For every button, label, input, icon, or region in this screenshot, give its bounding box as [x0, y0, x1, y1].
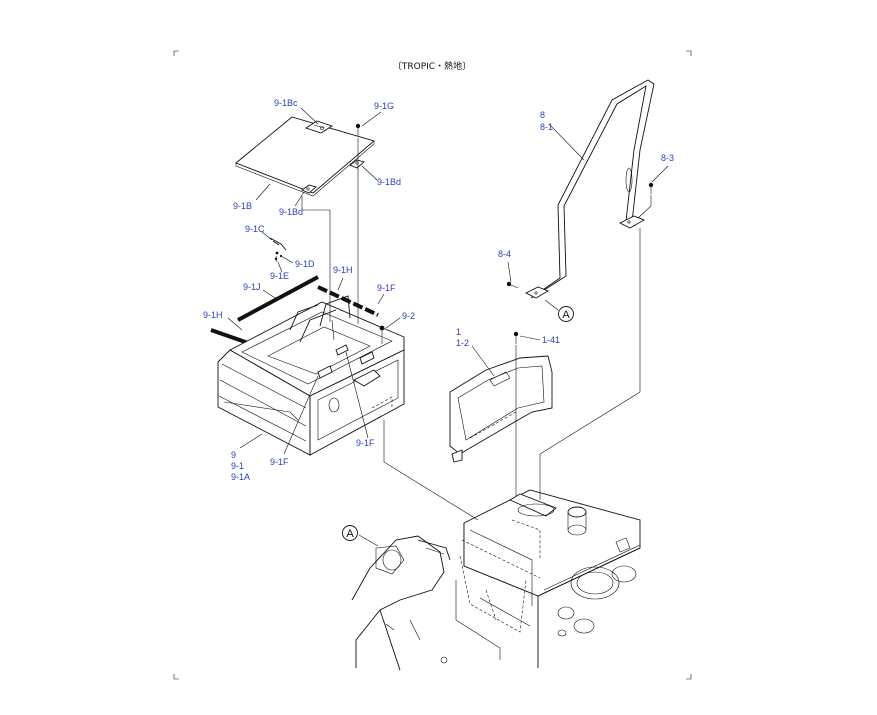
- label-9-1F-top: 9-1F: [377, 283, 396, 293]
- label-9-1: 9-1: [231, 461, 244, 471]
- handrail: [524, 79, 655, 299]
- label-9: 9: [231, 450, 236, 460]
- svg-text:A: A: [346, 528, 354, 540]
- label-9-1B: 9-1B: [233, 201, 252, 211]
- label-8-3: 8-3: [661, 153, 674, 163]
- label-9-1F-bottom: 9-1F: [270, 457, 289, 467]
- side-cover: [449, 331, 553, 463]
- label-9-1H-top: 9-1H: [333, 265, 353, 275]
- label-9-1H-left: 9-1H: [203, 310, 223, 320]
- diagram-title: 〔TROPIC・熱地〕: [393, 60, 471, 72]
- leader-lines: [227, 107, 669, 455]
- label-9-1G: 9-1G: [374, 101, 394, 111]
- label-9-1J: 9-1J: [243, 282, 261, 292]
- battery-cover-lid: [235, 116, 375, 197]
- label-1-2: 1-2: [456, 338, 469, 348]
- label-9-1Bd-top: 9-1Bd: [377, 177, 401, 187]
- assembly-lines: [301, 138, 652, 547]
- bolt-9-1G: [355, 123, 361, 136]
- label-9-1A: 9-1A: [231, 472, 250, 482]
- handrail-bolts: [506, 182, 654, 289]
- machine-body: [351, 489, 641, 671]
- label-1-41: 1-41: [542, 335, 560, 345]
- crop-marks: [173, 50, 692, 680]
- label-9-1F-mid: 9-1F: [356, 438, 375, 448]
- ref-marker-a-left: A: [342, 525, 358, 541]
- label-8-4: 8-4: [498, 249, 511, 259]
- label-9-1E: 9-1E: [270, 271, 289, 281]
- svg-text:A: A: [562, 309, 570, 321]
- label-9-1Bd-bottom: 9-1Bd: [279, 207, 303, 217]
- ref-marker-a-right: A: [544, 299, 574, 322]
- battery-box: [217, 295, 405, 456]
- label-8-1: 8-1: [540, 122, 553, 132]
- label-1: 1: [456, 327, 461, 337]
- label-9-1D: 9-1D: [295, 259, 315, 269]
- part-labels: 9-1Bc 9-1G 9-1Bd 9-1B 9-1Bd 9-1C 9-1D 9-…: [203, 98, 674, 482]
- latch-parts: [269, 237, 287, 263]
- label-9-1C: 9-1C: [245, 224, 265, 234]
- label-8: 8: [540, 110, 545, 120]
- label-9-2: 9-2: [402, 311, 415, 321]
- label-9-1Bc: 9-1Bc: [274, 98, 298, 108]
